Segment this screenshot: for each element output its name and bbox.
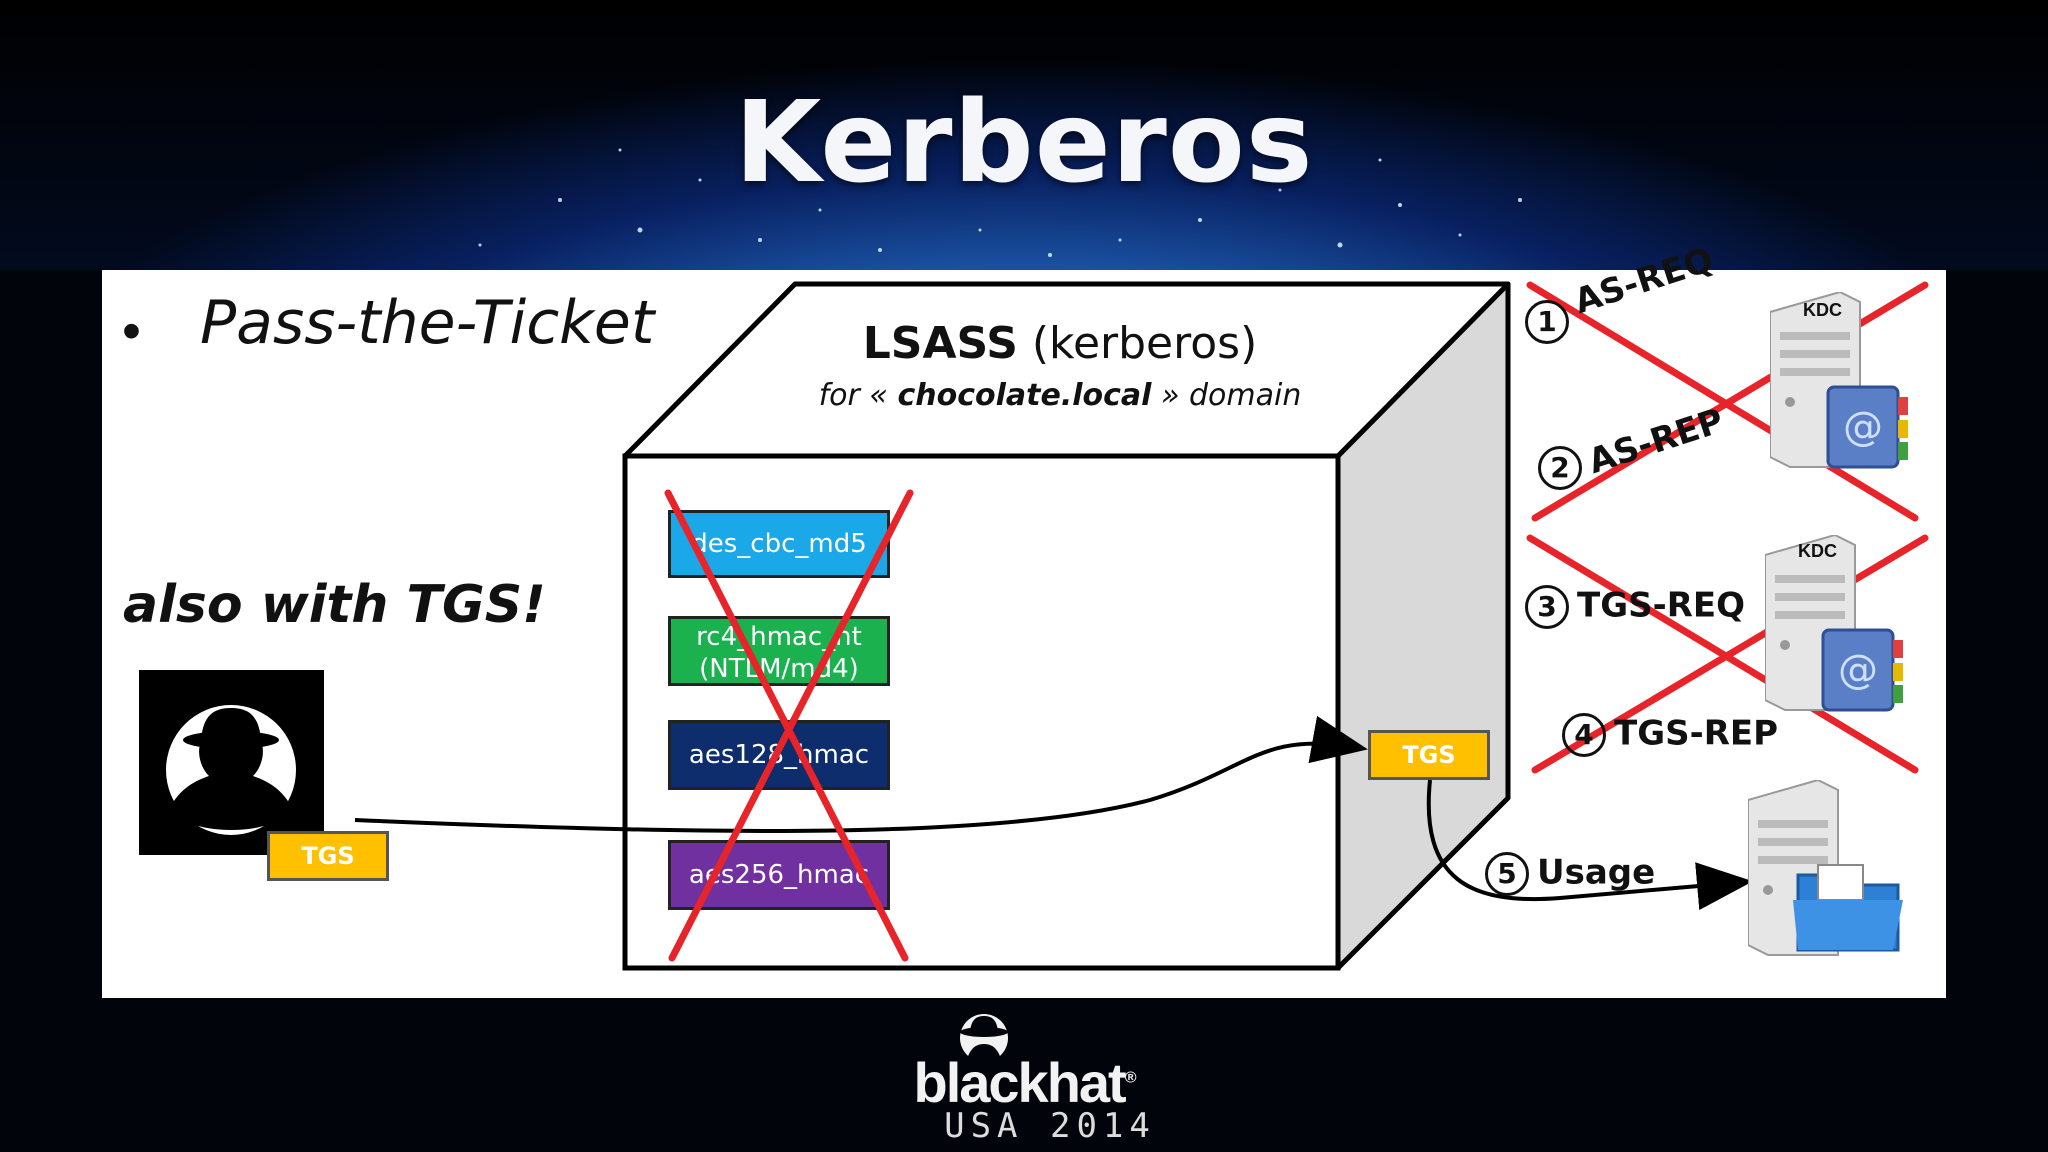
keys-cross-line-2 — [668, 489, 914, 962]
also-with-tgs-text: also with TGS! — [123, 575, 546, 635]
key-rc4-hmac-nt: rc4_hmac_nt(NTLM/md4) — [668, 616, 890, 686]
kdc-server-icon: @ — [1765, 535, 1903, 712]
inject-arrow — [354, 715, 1368, 834]
lsass-tgs-ticket: TGS — [1368, 730, 1490, 780]
usage-arrow — [1426, 779, 1753, 911]
svg-text:@: @ — [1838, 647, 1878, 693]
lsass-title: LSASS (kerberos) — [862, 318, 1258, 369]
bullet-pass-the-ticket: Pass-the-Ticket — [200, 288, 655, 358]
kdc-label-1: KDC — [1803, 300, 1842, 320]
blackhat-logo-icon — [960, 1014, 1008, 1062]
blackhat-logo-subtitle: USA 2014 — [944, 1106, 1156, 1146]
blackhat-logo-text: blackhat® — [913, 1051, 1137, 1114]
file-server-icon — [1748, 780, 1903, 956]
kdc-label-2: KDC — [1798, 541, 1837, 561]
slide-title: Kerberos — [734, 78, 1314, 208]
svg-text:@: @ — [1843, 404, 1883, 450]
keys-cross-line-1 — [664, 489, 909, 962]
step-1: 1 — [1525, 300, 1577, 344]
lsass-subtitle: for « chocolate.local » domain — [818, 378, 1302, 413]
as-cross-line-1 — [1526, 281, 1919, 522]
kdc-server-icon: @ — [1770, 292, 1908, 469]
city-lights-decoration — [478, 148, 1522, 257]
attacker-tgs-ticket: TGS — [267, 831, 389, 881]
tgs-cross-line-1 — [1526, 534, 1919, 774]
attacker-icon — [139, 670, 324, 855]
bullet-marker: • — [122, 301, 141, 361]
space-banner — [0, 0, 2048, 270]
step-2: 2 — [1538, 446, 1590, 490]
